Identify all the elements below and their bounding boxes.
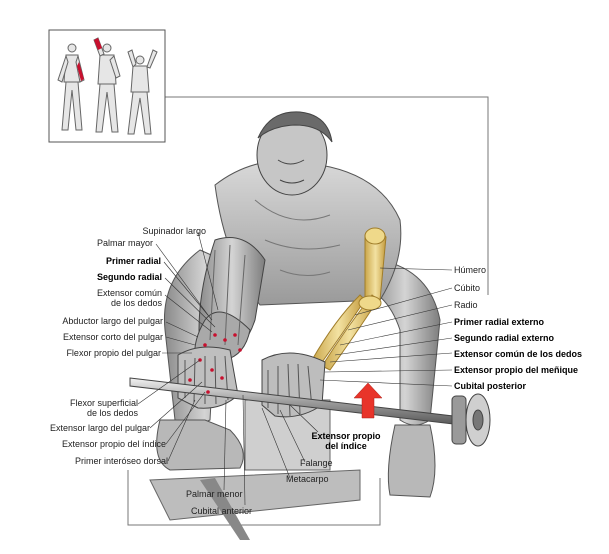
leader-lines — [137, 231, 453, 506]
label-flexor-propio: Flexor propio del pulgar — [66, 348, 161, 358]
label-flexor-superficial-line2: de los dedos — [86, 408, 138, 418]
label-radio: Radio — [454, 300, 478, 310]
thumbnail-inset — [48, 29, 166, 143]
barbell — [129, 377, 491, 447]
label-primer-interoseo: Primer interóseo dorsal — [74, 456, 168, 466]
label-primer-radial-externo: Primer radial externo — [454, 317, 545, 327]
label-palmar-menor: Palmar menor — [186, 489, 243, 499]
label-humero: Húmero — [454, 265, 487, 275]
label-flexor-superficial-line1: Flexor superficial — [69, 398, 138, 408]
label-cubital-anterior: Cubital anterior — [191, 506, 253, 516]
label-segundo-radial-externo: Segundo radial externo — [454, 333, 555, 343]
label-extensor-comun-line1: Extensor común — [96, 288, 162, 298]
label-extensor-comun-dedos: Extensor común de los dedos — [454, 349, 583, 359]
label-extensor-propio-menique: Extensor propio del meñique — [454, 365, 579, 375]
bench — [149, 399, 361, 540]
label-extensor-propio-line2: del índice — [325, 441, 367, 451]
label-extensor-largo: Extensor largo del pulgar — [49, 423, 150, 433]
label-extensor-comun-line2: de los dedos — [110, 298, 162, 308]
label-supinador-largo: Supinador largo — [142, 226, 206, 236]
label-palmar-mayor: Palmar mayor — [96, 238, 153, 248]
label-metacarpo: Metacarpo — [286, 474, 329, 484]
label-falange: Falange — [300, 458, 333, 468]
label-segundo-radial: Segundo radial — [96, 272, 162, 282]
label-cubito: Cúbito — [454, 283, 481, 293]
background-frame — [127, 96, 489, 526]
left-hand — [177, 346, 239, 409]
label-extensor-propio-indice: Extensor propio del índice — [61, 439, 166, 449]
arm-bones — [311, 227, 387, 371]
movement-arrow — [353, 382, 383, 419]
label-primer-radial: Primer radial — [105, 256, 161, 266]
label-cubital-posterior: Cubital posterior — [454, 381, 527, 391]
head — [256, 111, 333, 196]
label-abductor-largo: Abductor largo del pulgar — [62, 316, 163, 326]
label-extensor-propio-line1: Extensor propio — [311, 431, 381, 441]
label-extensor-corto: Extensor corto del pulgar — [62, 332, 163, 342]
